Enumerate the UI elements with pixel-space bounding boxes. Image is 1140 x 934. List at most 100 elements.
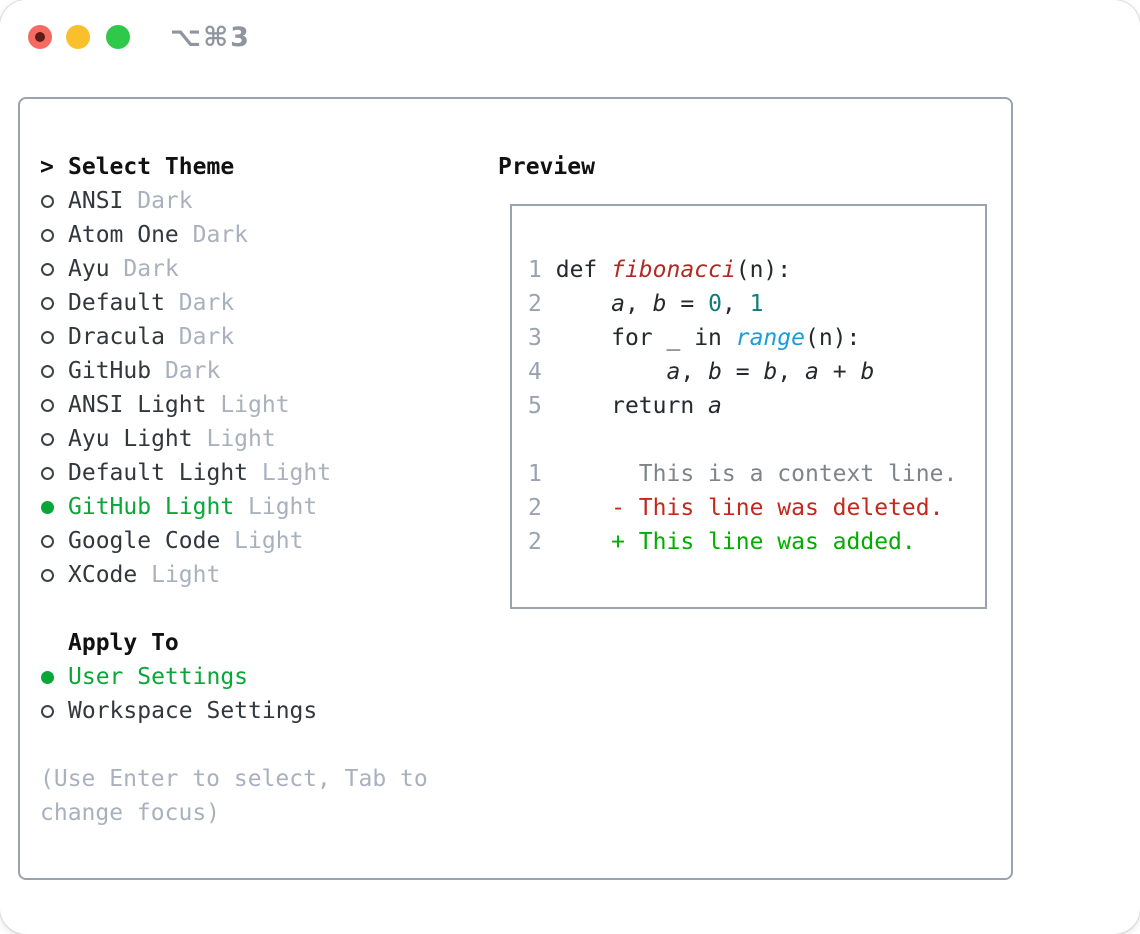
item-label: Workspace Settings [68, 698, 318, 724]
theme-item[interactable]: Ayu Light Light [40, 422, 480, 456]
code-segment-num: 0 [708, 291, 722, 317]
item-label: User Settings [68, 664, 249, 690]
theme-item[interactable]: GitHub Dark [40, 354, 480, 388]
theme-item[interactable]: Default Light Light [40, 456, 480, 490]
radio-icon [41, 262, 54, 276]
item-label: Dracula [68, 324, 165, 350]
item-variant-label: Dark [151, 358, 221, 384]
code-line: 4 a, b = b, a + b [528, 355, 981, 389]
code-segment-code: = [666, 291, 709, 317]
apply-to-header: Apply To [40, 626, 480, 660]
item-label: Ayu Light [68, 426, 193, 452]
code-line: 1 This is a context line. [528, 457, 981, 491]
keyboard-shortcut-label: ⌥⌘3 [170, 22, 251, 53]
radio-icon [41, 466, 54, 480]
item-label: ANSI Light [68, 392, 207, 418]
code-segment-code: , [680, 359, 709, 385]
item-label: GitHub [68, 358, 152, 384]
radio-icon [41, 296, 54, 310]
code-segment-code: return [555, 393, 709, 419]
select-theme-header: > Select Theme [40, 150, 480, 184]
theme-item[interactable]: ANSI Light Light [40, 388, 480, 422]
apply-to-option[interactable]: User Settings [40, 660, 480, 694]
close-button[interactable] [28, 25, 52, 49]
zoom-button[interactable] [106, 25, 130, 49]
code-segment-builtin: range [735, 325, 805, 351]
hint-line: (Use Enter to select, Tab to [40, 766, 428, 792]
prompt-caret-icon: > [40, 154, 54, 180]
code-segment-code: def [555, 257, 612, 283]
titlebar: ⌥⌘3 [0, 0, 1140, 74]
code-segment-code: (n): [735, 257, 792, 283]
code-segment-added: + This line was added. [555, 529, 916, 555]
radio-icon [41, 228, 54, 242]
item-label: GitHub Light [68, 494, 235, 520]
radio-selected-icon [41, 670, 54, 684]
theme-item[interactable]: Dracula Dark [40, 320, 480, 354]
item-variant-label: Dark [164, 290, 235, 316]
line-number: 2 [528, 495, 542, 521]
spacer-row [40, 728, 480, 762]
code-segment-code: for _ in [555, 325, 736, 351]
apply-to-title: Apply To [68, 630, 179, 656]
close-button-dot-icon [35, 32, 45, 42]
hint-line: change focus) [40, 800, 221, 826]
radio-icon [41, 534, 54, 548]
line-number: 3 [528, 325, 542, 351]
item-variant-label: Dark [178, 222, 249, 248]
code-segment-code: + [818, 359, 861, 385]
code-segment-deleted: - This line was deleted. [555, 495, 944, 521]
code-segment-code: = [721, 359, 764, 385]
preview-title: Preview [498, 154, 595, 180]
item-variant-label: Dark [164, 324, 235, 350]
code-segment-code: , [624, 291, 653, 317]
code-segment-var: b [652, 291, 667, 317]
line-number: 4 [528, 359, 542, 385]
select-theme-title: Select Theme [68, 154, 235, 180]
theme-item[interactable]: Default Dark [40, 286, 480, 320]
theme-item[interactable]: Ayu Dark [40, 252, 480, 286]
minimize-button[interactable] [66, 25, 90, 49]
item-variant-label: Light [234, 494, 318, 520]
hint-text: (Use Enter to select, Tab to change focus… [40, 762, 480, 830]
item-variant-label: Dark [123, 188, 193, 214]
item-label: XCode [68, 562, 138, 588]
item-variant-label: Dark [109, 256, 179, 282]
theme-item[interactable]: ANSI Dark [40, 184, 480, 218]
code-segment-num: 1 [749, 291, 764, 317]
theme-item[interactable]: XCode Light [40, 558, 480, 592]
line-number: 1 [528, 461, 542, 487]
code-segment-code [556, 359, 667, 385]
line-number: 2 [528, 291, 542, 317]
theme-item[interactable]: Atom One Dark [40, 218, 480, 252]
apply-to-option[interactable]: Workspace Settings [40, 694, 480, 728]
code-segment-code: , [777, 359, 806, 385]
code-line: 5 return a [528, 389, 981, 423]
item-label: Google Code [68, 528, 221, 554]
code-segment-var: b [763, 359, 778, 385]
code-segment-var: b [860, 359, 875, 385]
code-segment-code [556, 291, 611, 317]
radio-icon [41, 330, 54, 344]
code-line: 3 for _ in range(n): [528, 321, 981, 355]
item-variant-label: Light [248, 460, 332, 486]
item-label: Ayu [68, 256, 110, 282]
item-variant-label: Light [192, 426, 276, 452]
item-variant-label: Light [220, 528, 304, 554]
line-number: 2 [528, 529, 542, 555]
theme-item[interactable]: GitHub Light Light [40, 490, 480, 524]
code-line: 2 a, b = 0, 1 [528, 287, 981, 321]
code-line: 1 def fibonacci(n): [528, 253, 981, 287]
radio-icon [41, 364, 54, 378]
code-segment-var: a [708, 393, 722, 419]
code-segment-var: a [666, 359, 681, 385]
code-segment-context: This is a context line. [555, 461, 958, 487]
radio-icon [41, 398, 54, 412]
item-variant-label: Light [206, 392, 290, 418]
theme-item[interactable]: Google Code Light [40, 524, 480, 558]
